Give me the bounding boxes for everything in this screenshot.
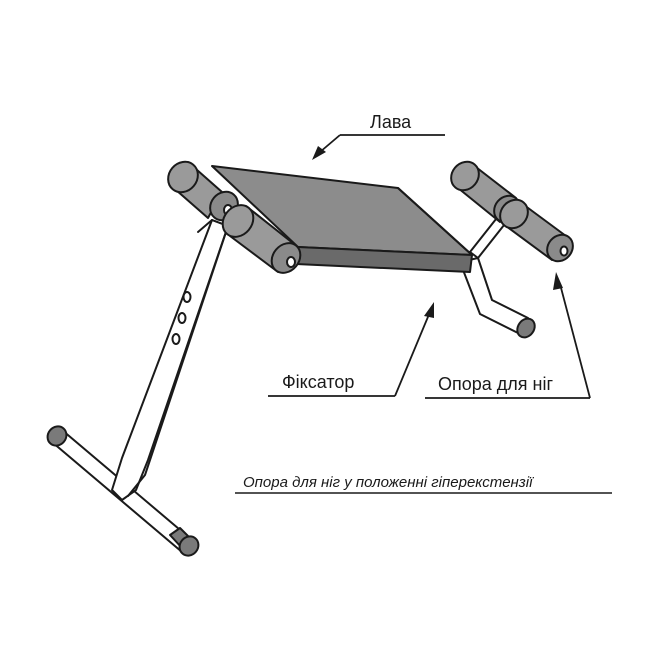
rear-foot-cap: [516, 317, 536, 339]
arrow-leg-support-icon: [553, 272, 563, 290]
caption-text: Опора для ніг у положенні гіперекстензії: [243, 474, 534, 491]
caption-block: Опора для ніг у положенні гіперекстензії: [235, 474, 612, 494]
rear-leg-tube: [459, 257, 536, 339]
rear-roller-bottom: [499, 198, 574, 263]
label-bench: Лава: [370, 112, 412, 132]
foot-cap-left: [46, 425, 68, 447]
front-leg-tube: [111, 219, 229, 501]
foot-cap-right: [178, 535, 200, 557]
callout-lock: Фіксатор: [268, 302, 434, 397]
arrow-bench-icon: [312, 146, 326, 160]
label-leg-support: Опора для ніг: [438, 374, 553, 394]
arrow-lock-icon: [424, 302, 434, 318]
callout-bench: Лава: [312, 112, 445, 160]
callout-leg-support: Опора для ніг: [425, 272, 591, 399]
front-roller-front: [221, 204, 302, 274]
label-lock: Фіксатор: [282, 372, 354, 392]
bench-illustration: [46, 160, 574, 557]
adjustment-holes: [171, 291, 192, 345]
bench-pad: [211, 165, 473, 273]
